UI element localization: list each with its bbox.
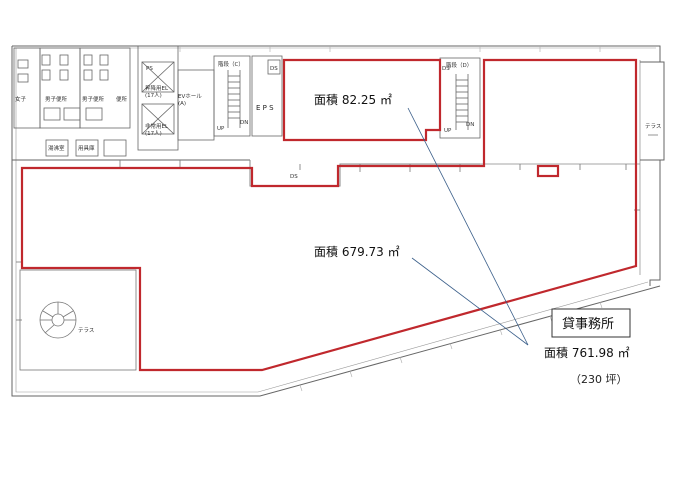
stair-d-up-label: UP — [444, 128, 452, 134]
eps-label: E P S — [256, 104, 274, 112]
elevator-2-label: 非常用EL(17人) — [145, 122, 169, 137]
small-area-label: 面積 82.25 ㎡ — [314, 92, 392, 107]
stair-d-dn-label: DN — [466, 122, 474, 128]
womens-restroom-2-label: 便所 — [116, 95, 128, 103]
stair-c — [213, 55, 251, 137]
stair-c-up-label: UP — [217, 126, 225, 132]
mens-restroom-1-label: 男子便所 — [45, 95, 68, 103]
ds-1-label: DS — [270, 66, 278, 72]
column-marker — [536, 164, 560, 178]
stair-c-dn-label: DN — [240, 120, 248, 126]
ds-3-label: DS — [442, 66, 450, 72]
ds-2-label: DS — [290, 174, 298, 180]
total-area-label: 面積 761.98 ㎡ — [544, 345, 630, 360]
terrace-left — [19, 269, 137, 371]
elevator-1-label: 昇降用EL(17人) — [145, 84, 169, 99]
wall-ticks — [16, 160, 640, 321]
storage-room-label: 用具庫 — [78, 144, 95, 152]
janitor-room-label: 湯沸室 — [48, 144, 65, 152]
ps-label: PS — [146, 66, 153, 72]
window-marks — [179, 46, 603, 392]
stair-c-label: 階段（C） — [218, 60, 244, 68]
rental-office-box — [551, 308, 631, 338]
left-terrace-label: テラス — [78, 327, 94, 334]
rental-office-label: 貸事務所 — [562, 316, 614, 332]
main-area-label: 面積 679.73 ㎡ — [314, 244, 400, 259]
rental-outline-small — [282, 58, 442, 142]
ev-hall-label: EVホール(A) — [178, 93, 202, 107]
elevator-block — [137, 45, 215, 151]
rental-outline-main — [20, 58, 638, 372]
stair-d-label: 階段（D） — [446, 61, 472, 69]
womens-restroom-label: 女子 — [15, 95, 27, 103]
leader-lines — [407, 107, 529, 346]
tsubo-label: （230 坪） — [570, 373, 628, 386]
right-terrace-label: テラス — [645, 123, 661, 130]
shaft-block — [251, 55, 283, 137]
restroom-block — [13, 47, 131, 157]
mens-restroom-2-label: 男子便所 — [82, 95, 105, 103]
